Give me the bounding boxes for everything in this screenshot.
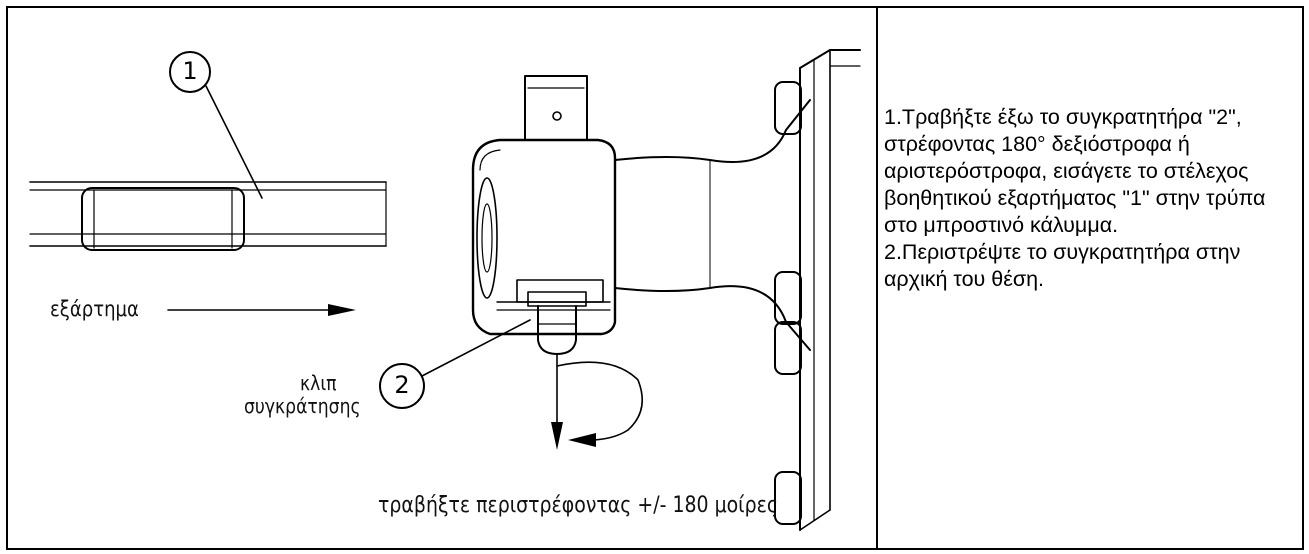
callout-1-number: 1 — [182, 57, 198, 85]
callout-2-leader — [421, 319, 531, 377]
instructions-text: 1.Τραβήξτε έξω το συγκρατητήρα "2", στρέ… — [884, 104, 1284, 293]
part-label-arrow — [167, 304, 356, 316]
housing-body — [614, 99, 811, 351]
callout-1-circle — [169, 51, 211, 93]
clip-label-line2: συγκράτησης — [244, 394, 361, 418]
flange-plate — [774, 49, 861, 531]
accessory-rod — [29, 181, 387, 251]
top-shaft — [524, 75, 588, 141]
assembly-drawing — [29, 49, 861, 531]
retainer-block — [471, 138, 617, 336]
callout-1-leader — [205, 85, 263, 199]
instruction-step-1: 1.Τραβήξτε έξω το συγκρατητήρα "2", στρέ… — [884, 105, 1266, 237]
callout-2-number: 2 — [394, 371, 410, 399]
callout-2-circle — [379, 363, 425, 409]
part-label: εξάρτημα — [50, 297, 139, 321]
instruction-table: 1 2 εξάρτημα κλιπ συγκράτησης τραβήξτε π… — [6, 6, 1304, 550]
pull-rotate-arrow — [551, 353, 644, 450]
clip-label-line1: κλιπ — [300, 371, 337, 395]
column-divider — [876, 8, 878, 548]
instruction-step-2: 2.Περιστρέψτε το συγκρατητήρα στην αρχικ… — [884, 240, 1241, 291]
assembly-illustration: 1 2 εξάρτημα κλιπ συγκράτησης τραβήξτε π… — [10, 10, 874, 548]
pull-instruction-label: τραβήξτε περιστρέφοντας +/- 180 μοίρες — [378, 493, 778, 518]
